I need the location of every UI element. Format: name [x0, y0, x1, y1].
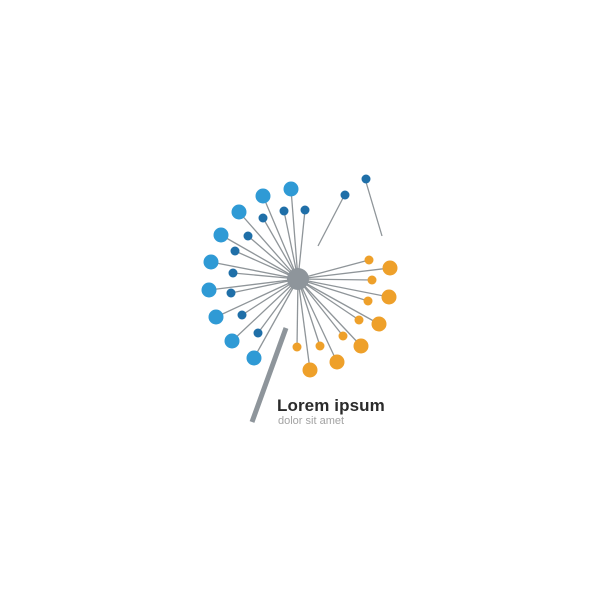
seed-filament — [238, 211, 299, 280]
seed-filament — [297, 278, 362, 347]
seed-dot — [255, 188, 271, 204]
seed-dot — [230, 246, 240, 256]
seed-filament — [230, 278, 299, 294]
seed-dot — [283, 181, 299, 197]
seed-filament — [262, 217, 299, 280]
seed-dot — [224, 333, 240, 349]
seed-dot — [213, 227, 229, 243]
seed-dot — [367, 275, 377, 285]
seed-filament — [215, 278, 299, 318]
seed-filament — [253, 278, 299, 359]
seed-filament — [297, 259, 370, 280]
seed-filament — [297, 209, 306, 280]
brand-title: Lorem ipsum — [277, 396, 385, 415]
floating-seed-filament — [317, 197, 344, 247]
seed-dot — [201, 282, 217, 298]
seed-dot — [226, 288, 236, 298]
seed-dot — [302, 362, 318, 378]
seed-filament — [297, 278, 390, 298]
seed-dot — [231, 204, 247, 220]
seed-filament — [290, 188, 299, 280]
seed-dot — [353, 338, 369, 354]
seed-dot — [354, 315, 364, 325]
seed-filament — [234, 250, 299, 280]
brand-subtitle: dolor sit amet — [278, 415, 345, 427]
seed-dot — [364, 255, 374, 265]
seed-dot — [246, 350, 262, 366]
seed-filament — [297, 278, 369, 302]
seed-filament — [208, 278, 299, 291]
seed-filament — [262, 195, 299, 280]
seed-dot — [203, 254, 219, 270]
seed-dot — [243, 231, 253, 241]
seed-dot — [253, 328, 263, 338]
seed-filament — [220, 234, 299, 280]
floating-seed-dot — [340, 190, 350, 200]
dandelion-spokes — [208, 188, 391, 371]
seed-filament — [297, 278, 311, 371]
seed-dot — [382, 260, 398, 276]
seed-dot — [208, 309, 224, 325]
seed-dot — [329, 354, 345, 370]
seed-dot — [228, 268, 238, 278]
seed-dot — [279, 206, 289, 216]
seed-filament — [241, 278, 299, 316]
seed-filament — [231, 278, 299, 342]
seed-filament — [296, 278, 299, 348]
seed-dot — [315, 341, 325, 351]
seed-dot — [338, 331, 348, 341]
floating-seeds — [317, 174, 383, 247]
seed-dot — [371, 316, 387, 332]
dandelion-seeds — [201, 181, 398, 378]
dandelion-stem — [249, 327, 289, 423]
seed-dot — [363, 296, 373, 306]
dandelion-center — [287, 268, 309, 290]
seed-filament — [297, 278, 344, 337]
seed-filament — [283, 210, 299, 280]
seed-dot — [258, 213, 268, 223]
seed-filament — [297, 278, 338, 363]
seed-dot — [237, 310, 247, 320]
floating-seed-filament — [365, 181, 383, 237]
seed-filament — [297, 278, 321, 347]
floating-seed-dot — [361, 174, 371, 184]
seed-dot — [300, 205, 310, 215]
seed-filament — [297, 278, 380, 325]
seed-filament — [297, 267, 391, 280]
seed-dot — [292, 342, 302, 352]
seed-filament — [210, 261, 299, 280]
seed-filament — [297, 278, 373, 281]
seed-filament — [297, 278, 360, 321]
seed-dot — [381, 289, 397, 305]
seed-filament — [257, 278, 299, 334]
